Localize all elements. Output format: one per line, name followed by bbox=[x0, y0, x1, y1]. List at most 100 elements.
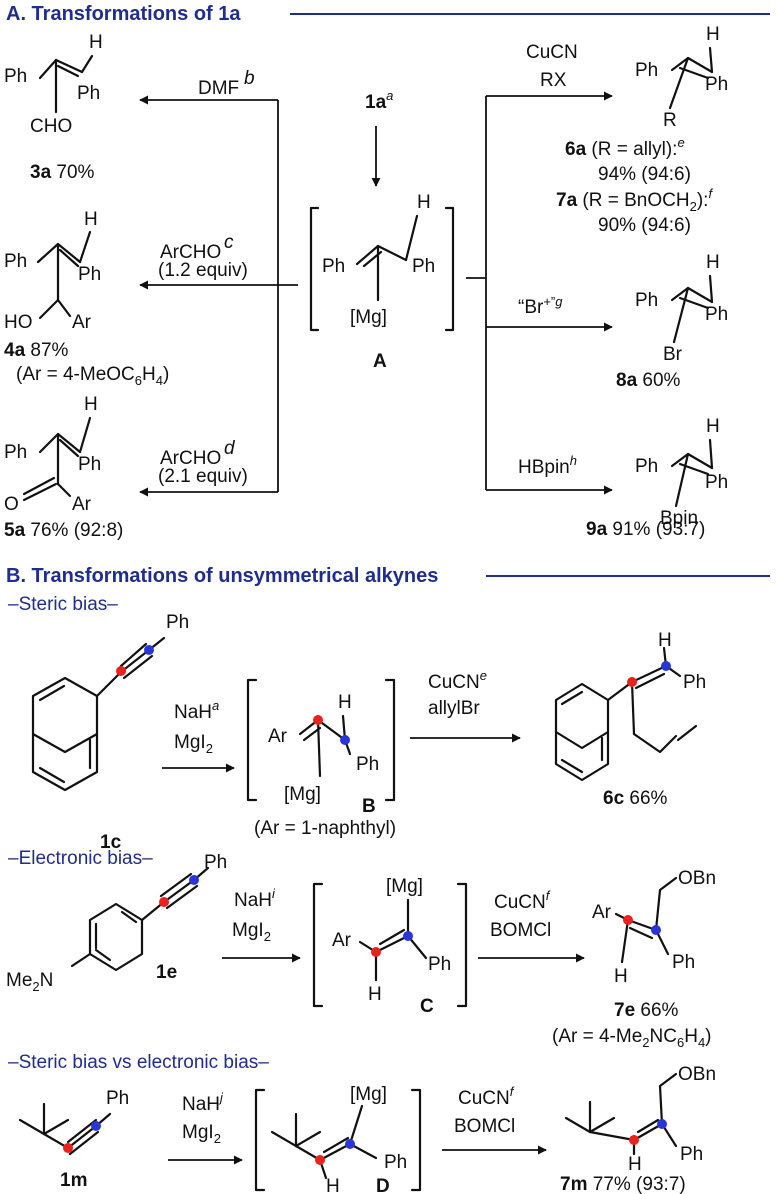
svg-text:Br: Br bbox=[663, 344, 683, 365]
red-dot bbox=[627, 677, 637, 687]
substrate-1m: Ph 1m bbox=[18, 1088, 129, 1191]
electronic-title: –Electronic bias– bbox=[8, 848, 153, 869]
intermediate-D: [Mg] Ph H D bbox=[254, 1084, 422, 1194]
svg-text:CHO: CHO bbox=[30, 116, 72, 137]
svg-text:CuCNe: CuCNe bbox=[428, 668, 487, 693]
svg-text:OBn: OBn bbox=[678, 1064, 716, 1085]
svg-text:c: c bbox=[224, 232, 234, 253]
svg-text:[Mg]: [Mg] bbox=[350, 1084, 387, 1105]
svg-text:H: H bbox=[417, 192, 431, 213]
product-6a-7a: CuCN RX Ph H Ph R 6a (R = allyl):e 94% (… bbox=[526, 24, 728, 236]
product-5a: ArCHO d (2.1 equiv) Ph H Ph O Ar 5a 76% … bbox=[4, 394, 248, 541]
svg-text:3a 70%: 3a 70% bbox=[30, 162, 95, 183]
blue-dot bbox=[340, 735, 350, 745]
svg-text:Ph: Ph bbox=[78, 454, 101, 475]
svg-text:D: D bbox=[376, 1176, 390, 1194]
svg-text:b: b bbox=[244, 68, 255, 89]
svg-text:Ph: Ph bbox=[705, 304, 728, 325]
svg-text:MgI2: MgI2 bbox=[174, 732, 213, 756]
svg-text:H: H bbox=[706, 252, 720, 273]
svg-text:H: H bbox=[706, 24, 720, 45]
intermediate-C: [Mg] Ar Ph H C bbox=[312, 876, 468, 1017]
svg-text:Ph: Ph bbox=[4, 251, 27, 272]
reagent-mgi2: MgI2 bbox=[232, 920, 271, 944]
red-dot bbox=[116, 666, 126, 676]
blue-dot bbox=[189, 875, 199, 885]
svg-text:C: C bbox=[420, 996, 434, 1017]
svg-text:Ph: Ph bbox=[635, 456, 658, 477]
svg-text:Ph: Ph bbox=[166, 612, 189, 633]
svg-text:Ph: Ph bbox=[106, 1088, 129, 1109]
svg-text:BOMCl: BOMCl bbox=[490, 920, 551, 941]
svg-text:(Ar = 4-Me2NC6H4): (Ar = 4-Me2NC6H4) bbox=[552, 1026, 712, 1050]
svg-text:Ar: Ar bbox=[72, 312, 92, 333]
svg-text:H: H bbox=[368, 984, 382, 1005]
svg-text:H: H bbox=[84, 209, 98, 230]
svg-text:7a (R = BnOCH2):f: 7a (R = BnOCH2):f bbox=[556, 186, 713, 214]
svg-text:H: H bbox=[658, 630, 672, 651]
svg-text:H: H bbox=[338, 692, 352, 713]
svg-text:[Mg]: [Mg] bbox=[386, 876, 423, 897]
svg-text:Ph: Ph bbox=[412, 256, 435, 277]
svg-text:R: R bbox=[663, 110, 677, 131]
product-3a: DMF b Ph H Ph CHO 3a 70% bbox=[4, 32, 255, 183]
svg-text:Ar: Ar bbox=[268, 726, 288, 747]
blue-dot bbox=[144, 645, 154, 655]
svg-text:CuCNf: CuCNf bbox=[458, 1084, 515, 1109]
svg-text:Ph: Ph bbox=[204, 852, 227, 873]
svg-text:allylBr: allylBr bbox=[428, 698, 480, 719]
svg-text:H: H bbox=[326, 1176, 340, 1194]
svg-text:BOMCl: BOMCl bbox=[454, 1116, 515, 1137]
svg-text:ArCHO: ArCHO bbox=[160, 448, 221, 469]
svg-text:Ph: Ph bbox=[680, 1144, 703, 1165]
svg-text:Bpin: Bpin bbox=[660, 508, 698, 529]
blue-dot bbox=[651, 925, 661, 935]
svg-text:1c: 1c bbox=[100, 832, 122, 853]
svg-text:NaHa: NaHa bbox=[174, 698, 219, 723]
versus-title: –Steric bias vs electronic bias– bbox=[8, 1052, 269, 1073]
product-4a: ArCHO c (1.2 equiv) Ph H Ph HO Ar 4a 87%… bbox=[4, 209, 248, 388]
section-b: B. Transformations of unsymmetrical alky… bbox=[6, 565, 770, 1194]
svg-text:HBpinh: HBpinh bbox=[518, 453, 577, 478]
svg-text:Ph: Ph bbox=[428, 954, 451, 975]
svg-text:Ph: Ph bbox=[672, 952, 695, 973]
product-7e: OBn Ar Ph H 7e 66% (Ar = 4-Me2NC6H4) bbox=[552, 868, 716, 1050]
svg-text:ArCHO: ArCHO bbox=[160, 242, 221, 263]
svg-text:7m 77% (93:7): 7m 77% (93:7) bbox=[560, 1174, 686, 1194]
svg-text:7e 66%: 7e 66% bbox=[614, 1000, 679, 1021]
svg-text:Ar: Ar bbox=[72, 494, 92, 515]
product-7m: OBn Ph H 7m 77% (93:7) bbox=[560, 1064, 716, 1194]
svg-text:Ph: Ph bbox=[635, 60, 658, 81]
svg-text:NaHi: NaHi bbox=[234, 886, 276, 911]
red-dot bbox=[623, 915, 633, 925]
svg-text:1m: 1m bbox=[60, 1170, 87, 1191]
svg-text:Ar: Ar bbox=[592, 902, 612, 923]
svg-text:90% (94:6): 90% (94:6) bbox=[598, 215, 691, 236]
blue-dot bbox=[661, 661, 671, 671]
svg-text:OBn: OBn bbox=[678, 868, 716, 889]
label-A: A bbox=[373, 351, 387, 372]
red-dot bbox=[313, 715, 323, 725]
svg-text:d: d bbox=[224, 438, 236, 459]
svg-text:Ph: Ph bbox=[77, 83, 100, 104]
svg-text:4a 87%: 4a 87% bbox=[4, 340, 69, 361]
blue-dot bbox=[403, 931, 413, 941]
svg-text:Ph: Ph bbox=[705, 74, 728, 95]
blue-dot bbox=[91, 1121, 101, 1131]
svg-text:NaHj: NaHj bbox=[182, 1090, 224, 1115]
substrate-1e: Ph Me2N 1e bbox=[6, 852, 227, 994]
red-dot bbox=[159, 897, 169, 907]
red-dot bbox=[371, 947, 381, 957]
svg-text:O: O bbox=[4, 494, 19, 515]
svg-text:H: H bbox=[84, 394, 98, 415]
svg-text:[Mg]: [Mg] bbox=[284, 784, 321, 805]
substrate-1c: Ph 1c bbox=[31, 612, 189, 853]
svg-text:6c 66%: 6c 66% bbox=[603, 788, 668, 809]
svg-text:6a (R = allyl):e: 6a (R = allyl):e bbox=[565, 135, 685, 160]
svg-text:9a 91% (93:7): 9a 91% (93:7) bbox=[586, 519, 705, 540]
red-dot bbox=[315, 1155, 325, 1165]
section-b-heading: B. Transformations of unsymmetrical alky… bbox=[6, 565, 438, 587]
svg-text:94% (94:6): 94% (94:6) bbox=[598, 164, 691, 185]
svg-text:B: B bbox=[362, 796, 376, 817]
